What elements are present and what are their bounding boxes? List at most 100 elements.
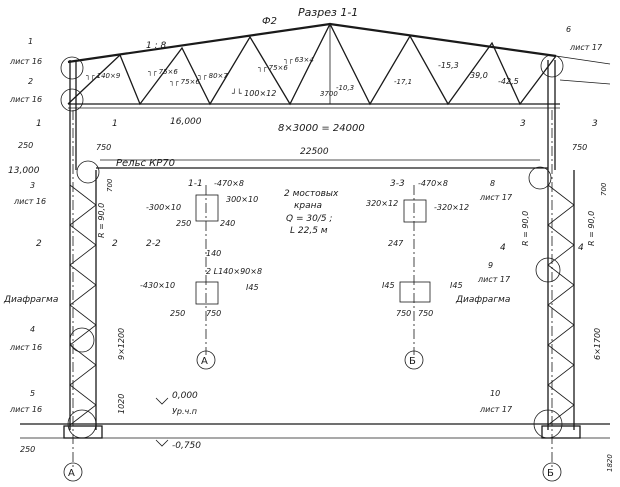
radius-mid: R = 90,0 xyxy=(521,211,530,246)
section-1-1-web: -300×10 xyxy=(146,203,181,212)
section-axis-b-bubble xyxy=(404,350,424,370)
truss-height-label: 3700 xyxy=(320,90,338,98)
rail-label: Рельс КР70 xyxy=(116,158,175,169)
level-base-marker xyxy=(155,439,169,447)
level-base-label: -0,750 xyxy=(172,441,201,451)
bottom-chord-label: ┘└ 100×12 xyxy=(231,88,276,98)
detail-circle-3 xyxy=(76,160,100,184)
ref-2-sheet: лист 16 xyxy=(9,95,42,104)
section-2-2-sketch xyxy=(195,281,219,305)
diagonal-2-label: ┐┌ 75×6 xyxy=(170,78,200,86)
ref-3-num: 3 xyxy=(30,181,35,190)
offset-700-right: 700 xyxy=(600,182,608,196)
ref-3-sheet: лист 16 xyxy=(13,197,46,206)
crane-line-1: 2 мостовых xyxy=(284,189,339,199)
diaphragm-left: Диафрагма xyxy=(3,295,58,305)
section-2-2-plate: -430×10 xyxy=(140,281,175,290)
section-1-1-dim1: 250 xyxy=(176,219,191,228)
ref-5-sheet: лист 16 xyxy=(9,405,42,414)
floor-label: Ур.ч.п xyxy=(172,407,197,416)
ref-2-num: 2 xyxy=(28,77,33,86)
ref-8-sheet: лист 17 xyxy=(479,193,513,202)
ref-10-num: 10 xyxy=(490,389,500,398)
detail-circle-5 xyxy=(67,409,97,439)
truss-force-5: -42,5 xyxy=(498,77,519,86)
right-height-label: 6×1700 xyxy=(593,328,602,360)
ref-9-sheet: лист 17 xyxy=(477,275,511,284)
detail-circle-8 xyxy=(528,166,552,190)
diagonal-3-label: ┐┌ 80×7 xyxy=(198,72,228,80)
ref-5-num: 5 xyxy=(30,389,35,398)
detail-circle-10 xyxy=(533,409,563,439)
truss-force-2: -17,1 xyxy=(394,78,412,86)
section-3-3-flange: -470×8 xyxy=(418,179,448,188)
diagonal-4-label: ┐┌ 75×6 xyxy=(258,64,288,72)
left-column xyxy=(63,60,103,439)
section-2-2-beam: I45 xyxy=(246,283,259,292)
top-chord-label: ┐┌ 140×9 xyxy=(86,72,121,80)
dim-1020-label: 1020 xyxy=(117,394,126,414)
cut-4-right: 4 xyxy=(578,243,584,253)
cut-3-left: 3 xyxy=(520,119,526,129)
detail-circle-6 xyxy=(540,54,564,78)
detail-circle-1 xyxy=(60,56,84,80)
cut-2-right: 2 xyxy=(112,239,118,249)
detail-circle-9 xyxy=(535,257,561,283)
right-column-lacing xyxy=(547,184,575,426)
left-height-label: 9×1200 xyxy=(117,328,126,360)
roof-extension xyxy=(555,55,611,65)
axis-b-label: Б xyxy=(547,468,554,479)
bottom-chord-level: 16,000 xyxy=(170,117,202,127)
roof-slope-label: 1 : 8 xyxy=(146,41,166,51)
diagonal-1-label: ┐┌ 75×6 xyxy=(148,68,178,76)
offset-250-bottom: 250 xyxy=(20,445,35,454)
span-total-label: 8×3000 = 24000 xyxy=(278,123,365,134)
radius-left: R = 90,0 xyxy=(97,203,106,238)
section-1-1-sketch xyxy=(195,194,219,222)
axis-a-bubble xyxy=(63,462,83,482)
section-1-1-plate: 300×10 xyxy=(226,195,258,204)
offset-750-left: 750 xyxy=(96,143,111,152)
crane-level-label: 13,000 xyxy=(8,166,40,176)
section-3-3-sketch xyxy=(403,199,427,223)
section-4-4-beam-left: I45 xyxy=(382,281,395,290)
section-1-1-dim2: 240 xyxy=(220,219,235,228)
cut-2-left: 2 xyxy=(36,239,42,249)
level-zero-label: 0,000 xyxy=(172,391,198,401)
section-3-3-title: 3-3 xyxy=(390,179,405,189)
section-2-2-dim140: 140 xyxy=(206,249,221,258)
section-4-4-dim1: 750 xyxy=(396,309,411,318)
section-3-3-left: 320×12 xyxy=(366,199,398,208)
ref-4-sheet: лист 16 xyxy=(9,343,42,352)
detail-circle-4 xyxy=(69,327,95,353)
section-4-4-beam-right: I45 xyxy=(450,281,463,290)
section-1-1-title: 1-1 xyxy=(188,179,203,189)
ref-6-num: 6 xyxy=(566,25,571,34)
ref-10-sheet: лист 17 xyxy=(479,405,513,414)
diagonal-5-label: ┐┌ 63×4 xyxy=(284,56,314,64)
crane-line-3: Q = 30/5 ; xyxy=(286,214,332,224)
section-2-2-dim2: 750 xyxy=(206,309,221,318)
right-column xyxy=(541,60,581,439)
section-3-3-right: -320×12 xyxy=(434,203,469,212)
axis-b-bubble xyxy=(542,462,562,482)
axis-a-label: А xyxy=(68,468,75,479)
truss-mark-label: Ф2 xyxy=(262,16,277,27)
level-zero-marker xyxy=(155,397,169,405)
offset-700-left: 700 xyxy=(106,178,114,192)
crane-line-4: L 22,5 м xyxy=(290,226,328,236)
roof-extension-lower xyxy=(559,79,611,85)
truss-force-3: -15,3 xyxy=(438,61,459,70)
section-axis-a-label: А xyxy=(201,356,208,367)
crane-line-2: крана xyxy=(294,201,322,211)
truss-force-4: 39,0 xyxy=(470,71,488,80)
ref-6-sheet: лист 17 xyxy=(569,43,603,52)
ref-1-sheet: лист 16 xyxy=(9,57,42,66)
cut-4-left: 4 xyxy=(500,243,506,253)
roof-truss xyxy=(67,22,611,109)
dim-1820-label: 1820 xyxy=(606,454,614,472)
cut-1-right: 1 xyxy=(112,119,118,129)
section-4-4-sketch xyxy=(399,281,431,303)
detail-circle-2 xyxy=(60,88,84,112)
radius-right: R = 90,0 xyxy=(587,211,596,246)
